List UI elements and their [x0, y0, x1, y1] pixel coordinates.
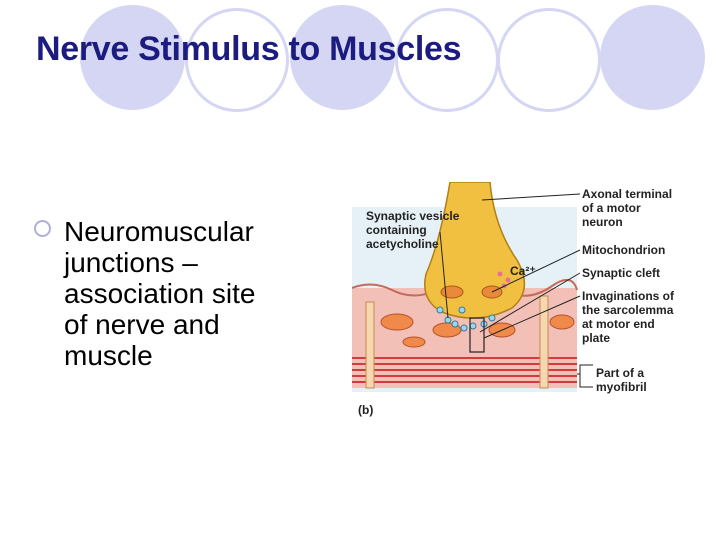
calcium-label: Ca²⁺ — [510, 264, 536, 278]
bullet-line: muscle — [64, 340, 153, 371]
myofibril-label-line: myofibril — [596, 380, 647, 394]
invaginations-label-line: at motor end — [582, 317, 655, 331]
decorative-circle-outline-3 — [497, 8, 601, 112]
bullet-line: Neuromuscular — [64, 216, 254, 247]
decorative-circle-filled-1 — [80, 5, 185, 110]
slide-title: Nerve Stimulus to Muscles — [36, 30, 462, 68]
mitochondrion-label: Mitochondrion — [582, 243, 665, 257]
bullet-line: junctions – — [64, 247, 198, 278]
invaginations-label-line: Invaginations of — [582, 289, 675, 303]
vesicle-label-line: containing — [366, 223, 427, 237]
vesicle-label-line: Synaptic vesicle — [366, 209, 460, 223]
synaptic-cleft-label: Synaptic cleft — [582, 266, 660, 280]
axonal-terminal-label-line: neuron — [582, 215, 623, 229]
invaginations-label-line: plate — [582, 331, 610, 345]
vesicle-label-line: acetycholine — [366, 237, 439, 251]
decorative-circle-filled-3 — [600, 5, 705, 110]
bullet-line: of nerve and — [64, 309, 220, 340]
bullet-line: association site — [64, 278, 256, 309]
leader-lines — [439, 193, 593, 388]
axonal-terminal-label-line: of a motor — [582, 201, 641, 215]
axon-terminal-shape — [424, 182, 526, 319]
myofibril-label-line: Part of a — [596, 366, 644, 380]
invaginations-label-line: the sarcolemma — [582, 303, 674, 317]
neuromuscular-junction-figure: Synaptic vesicle containing acetycholine… — [352, 182, 675, 417]
axonal-terminal-label-line: Axonal terminal — [582, 187, 672, 201]
decorative-circle-outline-1 — [185, 8, 289, 112]
synaptic-vesicle-shape — [436, 306, 496, 332]
circle-bullet-icon — [34, 220, 51, 237]
bullet-text: Neuromuscular junctions – association si… — [64, 216, 334, 371]
decorative-circle-filled-2 — [290, 5, 395, 110]
panel-label: (b) — [358, 403, 373, 417]
